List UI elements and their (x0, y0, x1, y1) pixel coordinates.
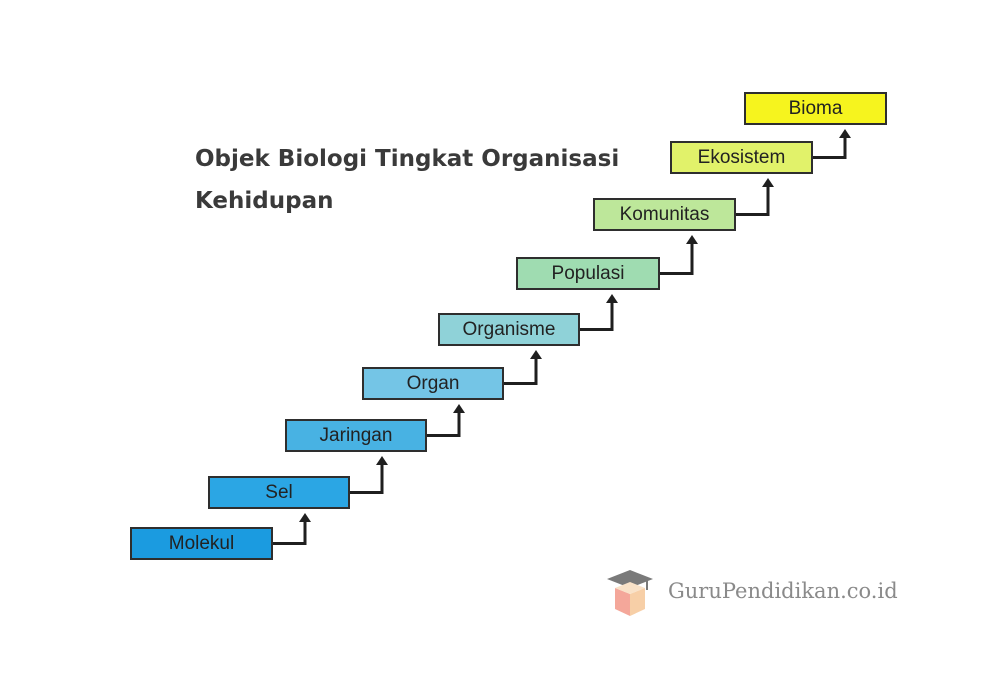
level-box-molekul: Molekul (130, 527, 273, 560)
level-box-ekosistem: Ekosistem (670, 141, 813, 174)
level-label: Organ (406, 372, 460, 394)
level-label: Bioma (788, 97, 843, 119)
connector-line-1 (273, 521, 307, 545)
arrow-head-5 (606, 294, 618, 303)
level-box-organ: Organ (362, 367, 504, 400)
connector-line-6 (660, 243, 694, 275)
arrow-head-1 (299, 513, 311, 522)
diagram-title: Objek Biologi Tingkat Organisasi Kehidup… (195, 138, 685, 222)
arrow-head-4 (530, 350, 542, 359)
level-label: Komunitas (619, 203, 710, 225)
level-box-sel: Sel (208, 476, 350, 509)
arrow-head-2 (376, 456, 388, 465)
connector-line-5 (580, 302, 614, 331)
connector-line-2 (350, 464, 384, 494)
connector-line-7 (736, 186, 770, 216)
title-line-1: Objek Biologi Tingkat Organisasi (195, 146, 620, 172)
level-box-bioma: Bioma (744, 92, 887, 125)
arrow-head-8 (839, 129, 851, 138)
arrow-head-7 (762, 178, 774, 187)
level-box-jaringan: Jaringan (285, 419, 427, 452)
level-label: Sel (265, 481, 293, 503)
arrow-head-6 (686, 235, 698, 244)
connector-line-3 (427, 412, 461, 437)
level-label: Ekosistem (697, 146, 786, 168)
watermark-text: GuruPendidikan.co.id (668, 579, 898, 603)
watermark: GuruPendidikan.co.id (603, 566, 903, 620)
title-line-2: Kehidupan (195, 188, 334, 214)
level-label: Jaringan (319, 424, 393, 446)
level-label: Molekul (168, 532, 235, 554)
level-label: Organisme (462, 318, 556, 340)
level-box-komunitas: Komunitas (593, 198, 736, 231)
connector-line-4 (504, 358, 538, 385)
graduation-cap-cube-icon (607, 570, 653, 616)
level-label: Populasi (551, 262, 625, 284)
arrow-head-3 (453, 404, 465, 413)
connector-line-8 (813, 137, 847, 159)
level-box-organisme: Organisme (438, 313, 580, 346)
level-box-populasi: Populasi (516, 257, 660, 290)
